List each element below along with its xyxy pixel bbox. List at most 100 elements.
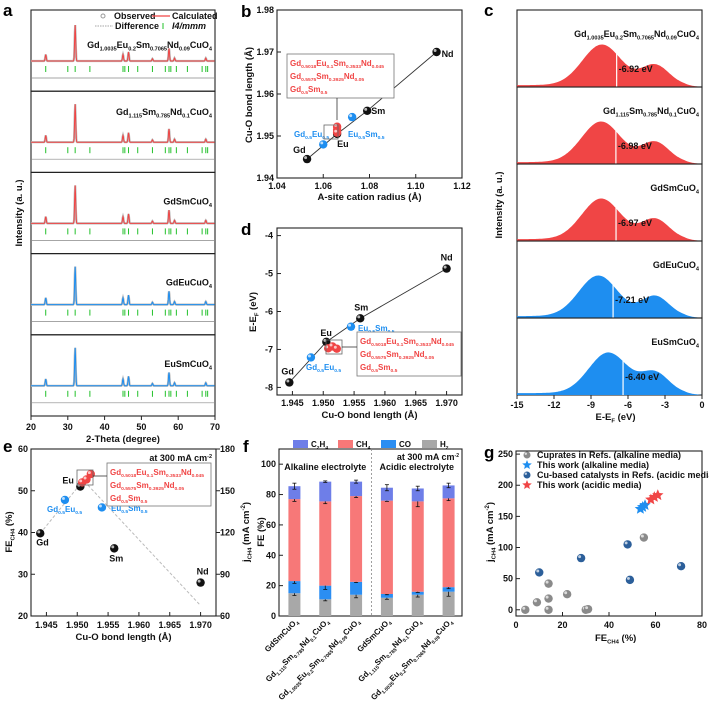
calculated-trace (31, 266, 215, 306)
formula-part: Sm (316, 72, 328, 81)
formula-part: CuO (677, 29, 696, 39)
formula-part: Eu (65, 505, 75, 514)
formula-part: (%) (619, 633, 636, 644)
y2-tick-label: 180 (220, 444, 235, 454)
formula-part: Gd (277, 688, 291, 702)
subscript: 2 (317, 445, 320, 451)
data-point-sphere (544, 594, 553, 603)
legend-swatch-ch4 (338, 440, 353, 448)
formula-part: GdSmCuO (650, 183, 696, 193)
dos-area (517, 275, 702, 318)
legend-marker (523, 451, 531, 459)
sphere-body (306, 353, 316, 362)
subscript: 0.05 (355, 77, 365, 83)
subscript: 0.5575 (301, 77, 316, 83)
data-point-sphere (544, 579, 553, 588)
formula-part: Nd (419, 638, 433, 652)
y2-tick-label: 60 (220, 611, 230, 621)
sample-label: GdSmCuO4 (163, 196, 213, 209)
sphere-body (625, 575, 635, 585)
formula-part: Eu (388, 670, 402, 684)
x-tick-label: -15 (510, 400, 523, 410)
y-axis-label: E-EF (eV) (248, 292, 261, 332)
formula-part: (mA cm (241, 510, 252, 547)
data-point (346, 322, 356, 331)
x-tick-label: 1.945 (281, 398, 304, 408)
sample-label: EuSmCuO4 (164, 359, 213, 372)
sample-label: GdEuCuO4 (653, 260, 700, 273)
plot-frame (278, 448, 463, 617)
legend-marker (523, 471, 531, 479)
subscript: 0.1 (327, 64, 334, 70)
point-label-sm: Sm (109, 553, 123, 563)
formula-part: GdEuCuO (166, 278, 209, 288)
data-point (442, 264, 451, 273)
subscript: 0.2 (615, 36, 623, 42)
annotation-formula: Gd0.5575Sm0.3925Nd0.05 (290, 72, 364, 83)
calculated-trace (31, 185, 215, 224)
formula-part: C (311, 440, 317, 449)
x-axis-label: 2-Theta (degree) (86, 434, 160, 445)
subscript: 0.5 (58, 510, 65, 516)
formula-part: GdEuCuO (653, 260, 696, 270)
bar-segment-co (442, 587, 455, 592)
sphere-highlight (536, 569, 540, 573)
legend-label: This work (acidic media) (537, 480, 642, 490)
sphere-body (523, 451, 531, 459)
subscript: 1.115 (615, 113, 629, 119)
data-point (332, 344, 342, 353)
subscript: 0.7065 (150, 47, 167, 53)
y-tick-label: -4 (265, 231, 273, 241)
subscript: 0.045 (372, 64, 385, 70)
data-point-star (639, 499, 651, 510)
annotation-formula: Gd0.5575Sm0.3925Nd0.05 (360, 350, 434, 361)
formula-part: Sm (333, 59, 345, 68)
subscript: 0.5 (141, 509, 148, 515)
subscript: 0.5 (322, 135, 329, 141)
closing-paren: ) (241, 502, 252, 505)
sphere-body (576, 553, 586, 563)
legend-calculated: Calculated (172, 11, 218, 21)
sphere-body (583, 604, 593, 614)
sphere-highlight (533, 599, 537, 603)
sphere-body (196, 578, 205, 587)
y-axis-label: FECH4 (%) (4, 511, 17, 552)
subscript: 0.09 (179, 47, 190, 53)
x-tick-label: 1.955 (343, 398, 366, 408)
x-tick-label: 1.950 (66, 620, 89, 630)
bar-segment-c2h4 (288, 486, 301, 500)
point-label-gd-eu: Gd0.5Eu0.5 (47, 505, 82, 516)
formula-part: Gd (574, 29, 587, 39)
legend-label: Cuprates in Refs. (alkaline media) (537, 450, 681, 460)
sphere-highlight (678, 563, 682, 567)
formula-part: Nd (167, 40, 179, 50)
subscript: 0.045 (192, 473, 205, 479)
y2-tick-label: 90 (220, 569, 230, 579)
formula-part: Gd (603, 106, 616, 116)
subscript: 4 (209, 203, 213, 209)
formula-part: Nd (431, 337, 442, 346)
point-label-gd: Gd (36, 537, 49, 547)
formula-part: Nd (390, 636, 404, 650)
formula-part: Nd (164, 481, 175, 490)
subscript: 2 (446, 445, 449, 451)
data-point-sphere (576, 553, 586, 563)
y-tick-label: 1.96 (256, 89, 274, 99)
y-tick-label: 40 (266, 550, 276, 560)
formula-part: CO (399, 440, 411, 449)
subscript: 4 (326, 621, 332, 627)
subscript: 4 (419, 621, 425, 627)
subscript: 4 (325, 445, 328, 451)
sample-label: GdSmCuO4 (650, 183, 700, 196)
trend-line (39, 479, 201, 606)
sphere-highlight (524, 452, 528, 455)
formula-part: Sm (128, 494, 140, 503)
point-label-eu-sm: Eu0.5Sm0.5 (348, 130, 385, 141)
formula-part: Nd (361, 59, 372, 68)
sphere-highlight (585, 606, 589, 610)
bar-segment-ch4 (319, 501, 332, 586)
data-point (86, 469, 96, 479)
